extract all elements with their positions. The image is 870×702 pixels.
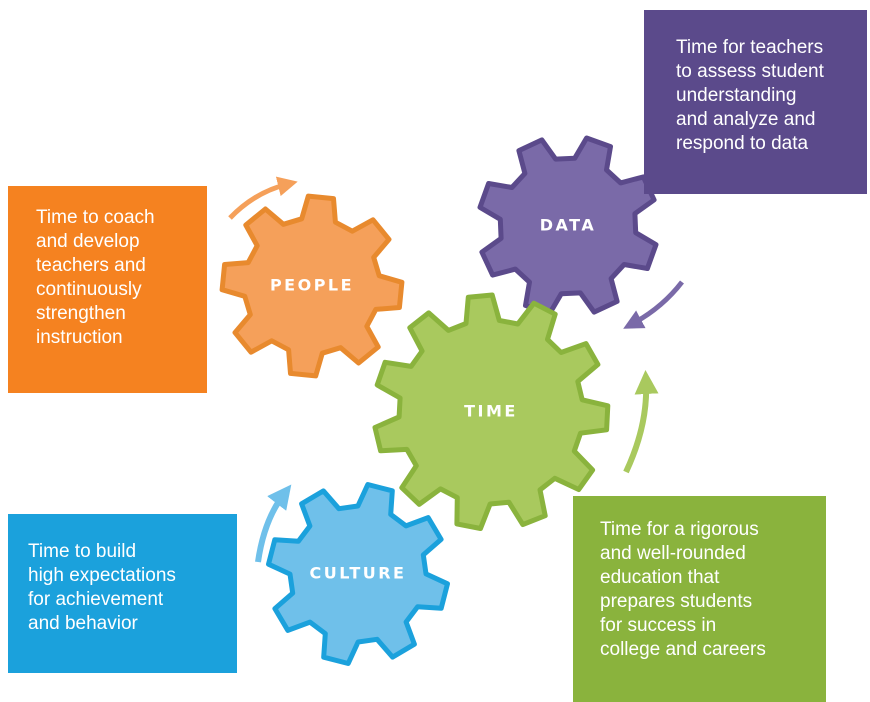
- people-arrow: [228, 176, 298, 220]
- data-description-line: Time for teachers: [676, 37, 824, 58]
- people-description-line: teachers and: [36, 255, 146, 276]
- culture-description-line: high expectations: [28, 565, 176, 586]
- culture-arrow: [255, 484, 292, 563]
- culture-description-line: for achievement: [28, 589, 164, 610]
- people-description-line: strengthen: [36, 303, 126, 324]
- data-description-line: to assess student: [676, 61, 824, 82]
- data-description-line: and analyze and: [676, 109, 816, 130]
- people-description-box: Time to coach and develop teachers and c…: [8, 186, 207, 393]
- data-gear: [477, 135, 659, 317]
- time-gear-label: TIME: [464, 402, 518, 421]
- time-description-line: and well-rounded: [600, 543, 746, 564]
- time-gear: [372, 292, 611, 531]
- time-description-line: education that: [600, 567, 720, 588]
- time-arrow: [623, 370, 659, 474]
- people-description-line: continuously: [36, 279, 142, 300]
- data-description-line: understanding: [676, 85, 797, 106]
- time-description-box: Time for a rigorous and well-rounded edu…: [573, 496, 826, 702]
- data-description-box: Time for teachers to assess student unde…: [644, 10, 867, 194]
- data-description-line: respond to data: [676, 133, 809, 154]
- culture-description-line: and behavior: [28, 613, 138, 634]
- culture-description-line: Time to build: [28, 541, 137, 562]
- people-description-line: and develop: [36, 231, 140, 252]
- time-description-line: college and careers: [600, 639, 766, 660]
- time-description-line: Time for a rigorous: [600, 519, 759, 540]
- people-gear: [219, 193, 405, 379]
- data-arrow: [623, 280, 684, 329]
- culture-description-box: Time to build high expectations for achi…: [8, 514, 237, 673]
- culture-gear: [266, 482, 450, 666]
- culture-gear-label: CULTURE: [310, 564, 407, 583]
- data-gear-label: DATA: [540, 216, 596, 235]
- time-description-line: for success in: [600, 615, 717, 636]
- time-description-line: prepares students: [600, 591, 753, 612]
- people-description-line: Time to coach: [36, 207, 155, 228]
- people-description-line: instruction: [36, 327, 123, 348]
- people-gear-label: PEOPLE: [270, 276, 354, 295]
